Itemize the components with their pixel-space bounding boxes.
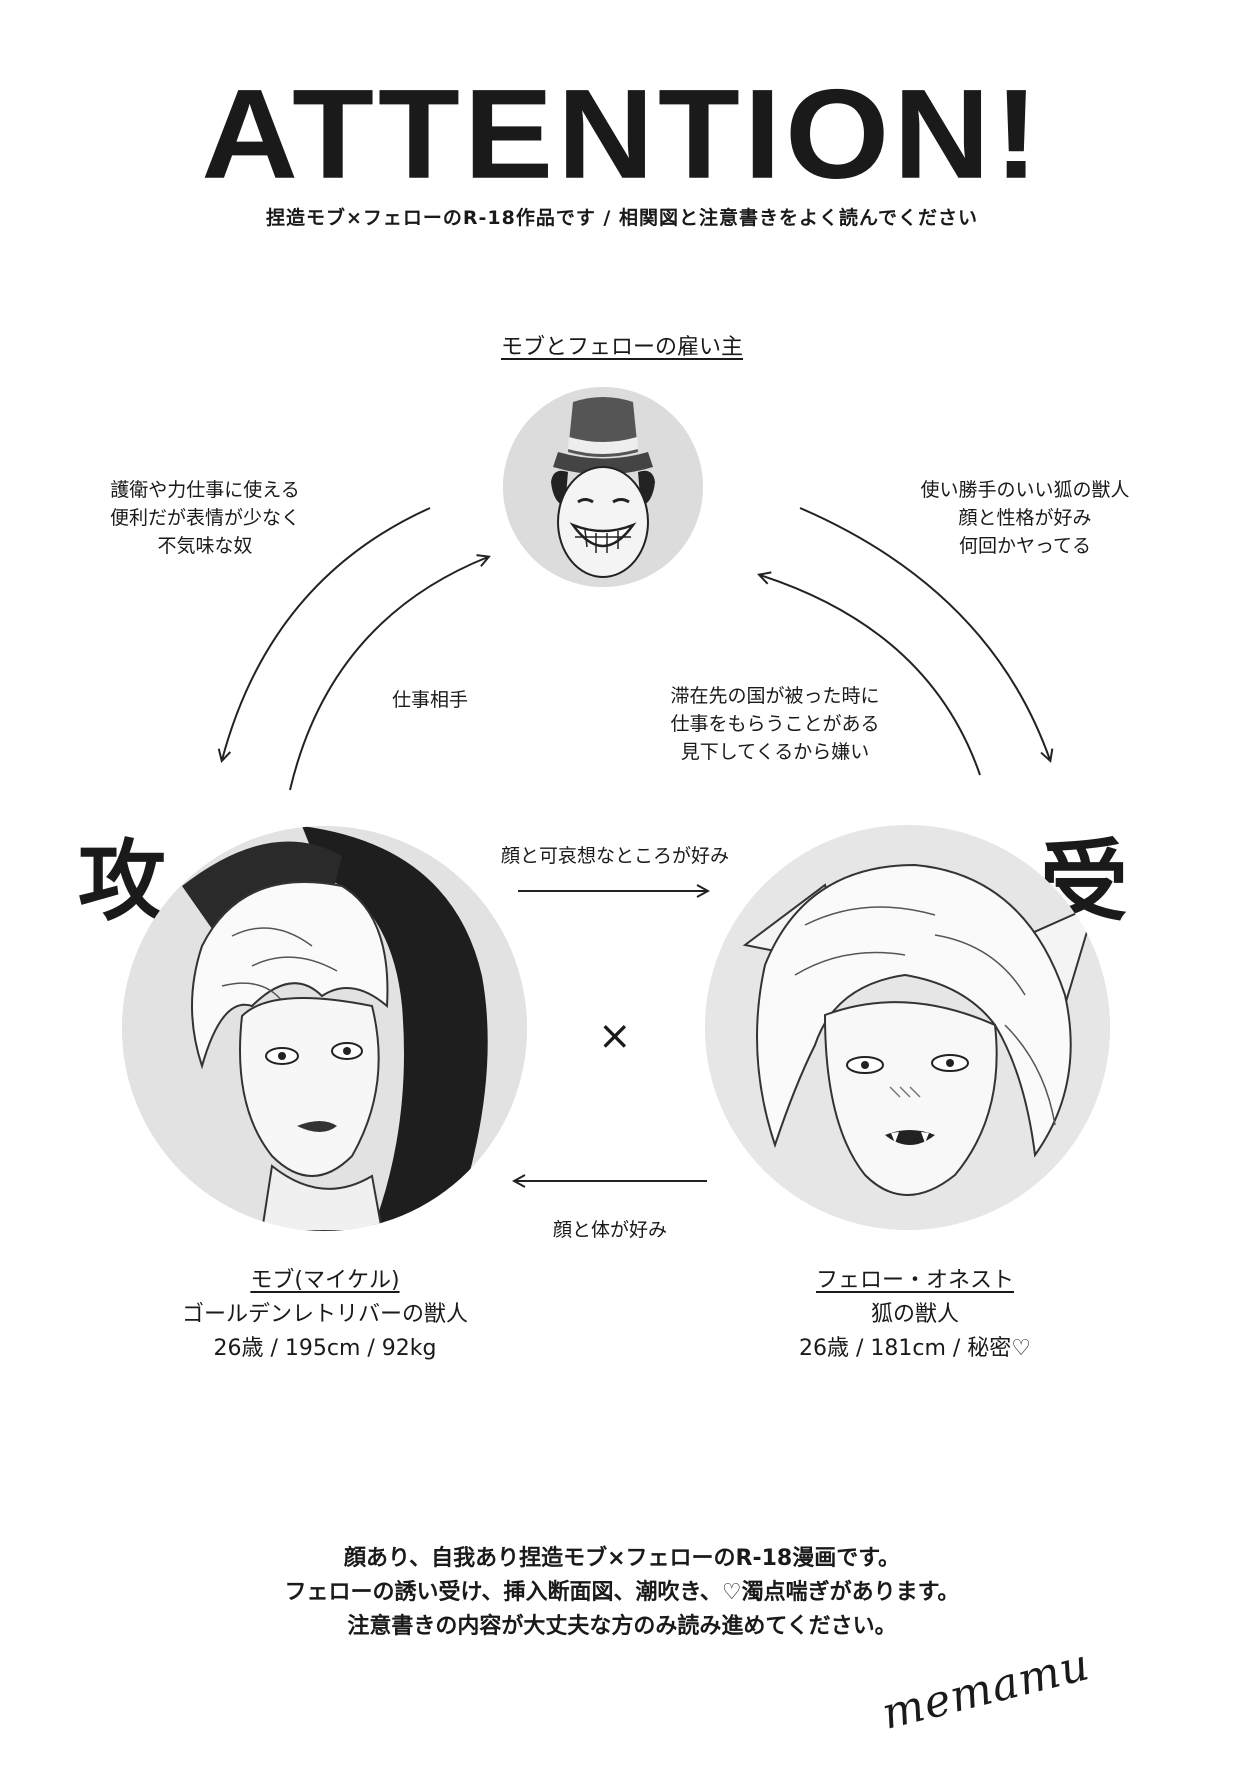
fellow-portrait bbox=[705, 825, 1110, 1230]
relation-line: 不気味な奴 bbox=[157, 535, 253, 557]
mob-name: モブ(マイケル) bbox=[250, 1268, 400, 1293]
relation-fellow-to-mob: 顔と体が好み bbox=[552, 1219, 667, 1241]
fellow-stats: 26歳 / 181cm / 秘密♡ bbox=[798, 1336, 1032, 1361]
relation-mob-to-fellow: 顔と可哀想なところが好み bbox=[500, 845, 729, 867]
relation-fellow-to-employer: 滞在先の国が被った時に 仕事をもらうことがある 見下してくるから嫌い bbox=[640, 682, 910, 766]
mob-illustration bbox=[122, 826, 527, 1231]
relation-line: 使い勝手のいい狐の獣人 bbox=[920, 479, 1130, 501]
arrow-employer-to-fellow bbox=[799, 507, 1050, 760]
mob-portrait bbox=[122, 826, 527, 1231]
mob-info: モブ(マイケル) ゴールデンレトリバーの獣人 26歳 / 195cm / 92k… bbox=[130, 1264, 520, 1366]
pairing-cross: × bbox=[598, 1013, 632, 1059]
relation-line: 滞在先の国が被った時に bbox=[670, 685, 880, 707]
content-notice: 顔あり、自我あり捏造モブ×フェローのR-18漫画です。 フェローの誘い受け、挿入… bbox=[0, 1542, 1244, 1644]
arrow-fellow-to-employer bbox=[760, 575, 981, 776]
page-subtitle: 捏造モブ×フェローのR-18作品です / 相関図と注意書きをよく読んでください bbox=[265, 207, 979, 229]
mob-stats: 26歳 / 195cm / 92kg bbox=[213, 1336, 437, 1361]
employer-portrait bbox=[503, 387, 703, 587]
fellow-info: フェロー・オネスト 狐の獣人 26歳 / 181cm / 秘密♡ bbox=[720, 1264, 1110, 1366]
fellow-name: フェロー・オネスト bbox=[815, 1268, 1014, 1293]
relation-line: 見下してくるから嫌い bbox=[680, 741, 870, 763]
relation-line: 仕事相手 bbox=[391, 689, 468, 711]
arrow-employer-to-mob bbox=[222, 507, 431, 760]
employer-title: モブとフェローの雇い主 bbox=[500, 335, 743, 360]
relation-line: 仕事をもらうことがある bbox=[670, 713, 880, 735]
notice-line: 注意書きの内容が大丈夫な方のみ読み進めてください。 bbox=[347, 1614, 897, 1639]
arrow-mob-to-employer bbox=[289, 557, 488, 791]
notice-line: フェローの誘い受け、挿入断面図、潮吹き、♡濁点喘ぎがあります。 bbox=[284, 1580, 960, 1605]
fellow-species: 狐の獣人 bbox=[870, 1302, 959, 1327]
top-role-mark: 攻 bbox=[78, 830, 167, 933]
fellow-illustration bbox=[705, 825, 1110, 1230]
relation-line: 護衛や力仕事に使える bbox=[110, 479, 300, 501]
relation-employer-to-mob: 護衛や力仕事に使える 便利だが表情が少なく 不気味な奴 bbox=[80, 476, 330, 560]
relation-employer-to-fellow: 使い勝手のいい狐の獣人 顔と性格が好み 何回かヤってる bbox=[895, 476, 1155, 560]
relation-line: 顔と性格が好み bbox=[958, 507, 1092, 529]
page-title: ATTENTION! bbox=[201, 63, 1043, 206]
relation-line: 何回かヤってる bbox=[958, 535, 1092, 557]
relation-mob-to-employer: 仕事相手 bbox=[370, 686, 490, 714]
employer-illustration bbox=[503, 387, 703, 587]
relation-line: 便利だが表情が少なく bbox=[109, 507, 300, 529]
notice-line: 顔あり、自我あり捏造モブ×フェローのR-18漫画です。 bbox=[343, 1546, 901, 1571]
mob-species: ゴールデンレトリバーの獣人 bbox=[181, 1302, 468, 1327]
